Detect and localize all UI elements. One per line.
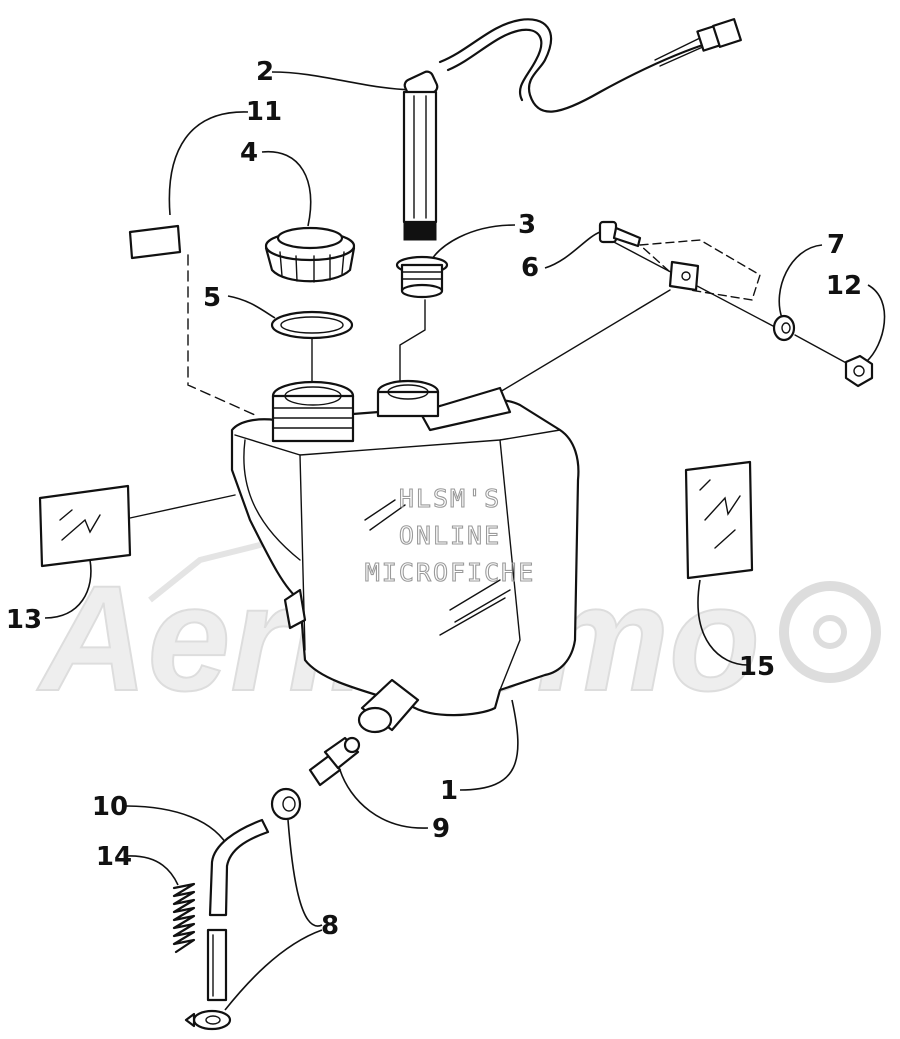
callout-7: 7 — [827, 230, 845, 260]
hose-clamp-upper — [270, 787, 302, 821]
nut — [844, 354, 874, 388]
sight-tube-sensor — [402, 18, 742, 241]
tank-cap — [264, 226, 356, 283]
callout-1: 1 — [440, 776, 458, 806]
callout-11: 11 — [246, 97, 282, 127]
callout-9: 9 — [432, 814, 450, 844]
svg-text:ONLINE: ONLINE — [399, 521, 501, 550]
svg-text:HLSM'S: HLSM'S — [399, 484, 501, 513]
leader-lines — [44, 71, 886, 1011]
svg-text:MICROFICHE: MICROFICHE — [365, 558, 536, 587]
callout-10: 10 — [92, 792, 128, 822]
callout-labels: 2 11 4 3 7 6 12 5 13 15 1 10 9 14 8 — [6, 57, 862, 941]
oil-tank — [230, 379, 580, 734]
gasket — [270, 310, 354, 340]
callout-12: 12 — [826, 271, 862, 301]
callout-8: 8 — [321, 911, 339, 941]
callout-6: 6 — [521, 253, 539, 283]
decal-left — [38, 484, 132, 568]
washer — [772, 314, 796, 342]
callout-13: 13 — [6, 605, 42, 635]
callout-3: 3 — [518, 210, 536, 240]
watermark-text: HLSM'S ONLINE MICROFICHE — [364, 483, 536, 587]
hose-clamp-lower — [184, 1009, 232, 1031]
callout-5: 5 — [203, 283, 221, 313]
mounting-bracket — [638, 239, 761, 301]
callout-15: 15 — [739, 652, 775, 682]
callout-14: 14 — [96, 842, 132, 872]
oil-hose — [206, 818, 270, 1002]
callout-2: 2 — [256, 57, 274, 87]
callout-4: 4 — [240, 138, 258, 168]
small-decal — [128, 224, 182, 260]
spring — [172, 882, 196, 954]
hose-fitting — [308, 736, 361, 787]
grommet — [395, 255, 449, 299]
decal-right — [684, 460, 754, 580]
bolt — [598, 220, 642, 248]
